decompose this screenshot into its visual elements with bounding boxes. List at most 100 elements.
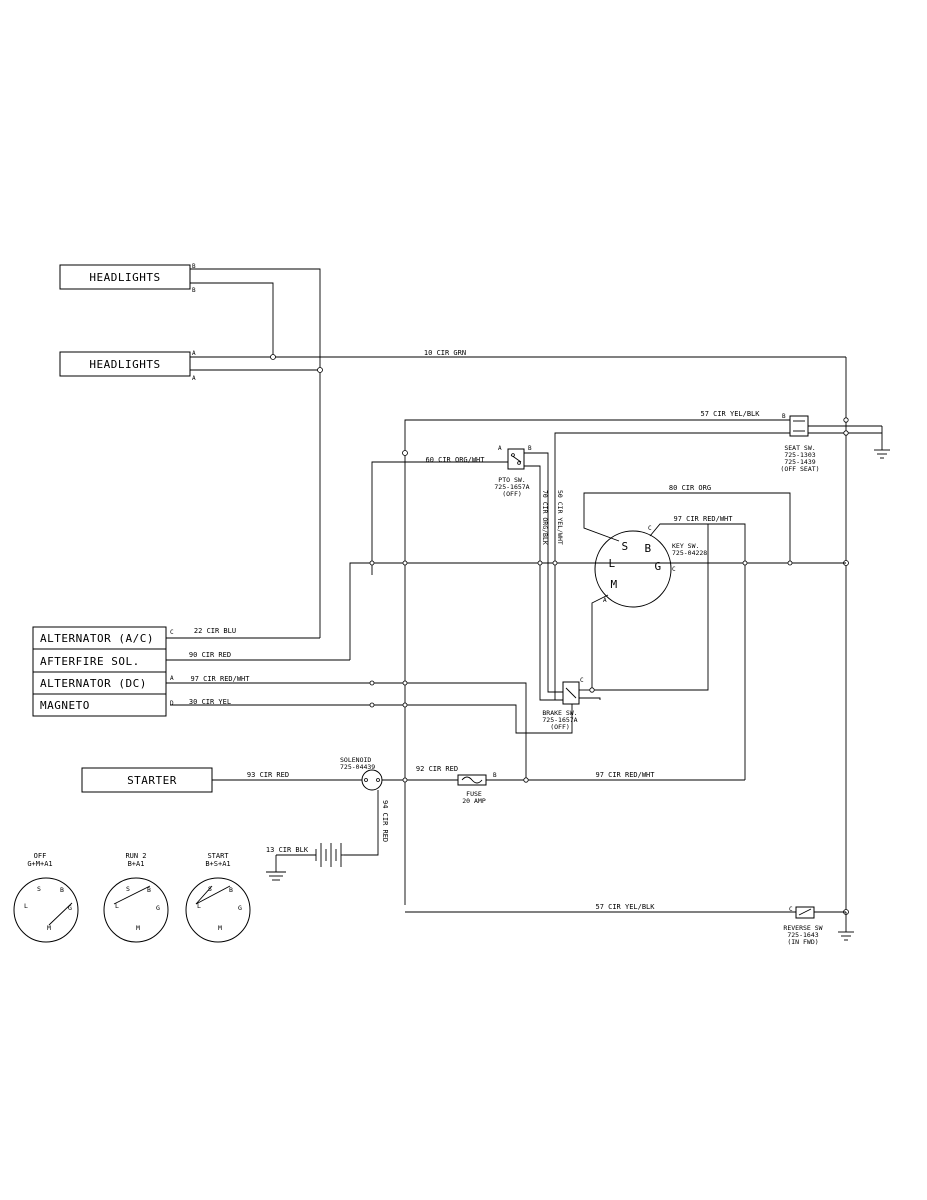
svg-text:HEADLIGHTS: HEADLIGHTS (89, 271, 160, 284)
svg-text:B: B (192, 263, 196, 270)
svg-text:A: A (192, 350, 196, 357)
svg-text:SOLENOID: SOLENOID (340, 756, 371, 764)
svg-text:A: A (192, 375, 196, 382)
svg-text:97 CIR RED/WHT: 97 CIR RED/WHT (673, 515, 733, 523)
svg-text:S: S (37, 885, 41, 893)
solenoid: SOLENOID 725-04439 94 CIR RED 92 CIR RED (340, 756, 458, 856)
svg-text:(OFF): (OFF) (502, 490, 522, 498)
svg-text:S: S (208, 885, 212, 893)
svg-text:90 CIR RED: 90 CIR RED (189, 651, 231, 659)
svg-text:PTO SW.: PTO SW. (498, 476, 525, 484)
reverse-switch: C 57 CIR YEL/BLK REVERSE SW 725-1643 (IN… (405, 903, 854, 946)
svg-text:S: S (621, 540, 628, 553)
pto-switch: A B 60 CIR ORG/WHT PTO SW. 725-1657A (OF… (371, 445, 564, 701)
svg-text:MAGNETO: MAGNETO (40, 699, 90, 712)
svg-text:OFF: OFF (34, 852, 47, 860)
svg-text:725-04439: 725-04439 (340, 763, 375, 771)
battery: 13 CIR BLK (266, 843, 344, 881)
svg-text:94 CIR RED: 94 CIR RED (381, 800, 389, 842)
headlight-wires: 10 CIR GRN (190, 268, 846, 638)
svg-text:A: A (498, 445, 502, 452)
svg-text:B+S+A1: B+S+A1 (205, 860, 230, 868)
svg-text:D: D (170, 700, 174, 707)
svg-text:AFTERFIRE SOL.: AFTERFIRE SOL. (40, 655, 140, 668)
starter: STARTER 93 CIR RED (81, 767, 362, 793)
svg-text:M: M (610, 578, 617, 591)
svg-text:RUN 2: RUN 2 (125, 852, 146, 860)
fuse: B FUSE 20 AMP 97 CIR RED/WHT (457, 771, 745, 805)
svg-text:L: L (115, 902, 119, 910)
svg-text:B: B (782, 413, 786, 420)
svg-text:B: B (229, 886, 233, 894)
svg-text:G+M+A1: G+M+A1 (27, 860, 52, 868)
svg-text:30 CIR YEL: 30 CIR YEL (189, 698, 231, 706)
svg-text:C: C (672, 566, 676, 573)
svg-text:(IN FWD): (IN FWD) (787, 938, 818, 946)
svg-text:B+A1: B+A1 (128, 860, 145, 868)
svg-text:L: L (197, 902, 201, 910)
svg-text:G: G (68, 904, 72, 912)
svg-text:C: C (580, 677, 584, 684)
svg-text:13 CIR BLK: 13 CIR BLK (266, 846, 309, 854)
svg-text:SEAT SW.: SEAT SW. (784, 444, 815, 452)
svg-text:A: A (603, 597, 607, 604)
svg-text:G: G (654, 560, 661, 573)
svg-text:B: B (493, 772, 497, 779)
svg-text:725-1303: 725-1303 (784, 451, 815, 459)
key-position-start: START B+S+A1 S B L G M (185, 852, 251, 943)
svg-text:G: G (156, 904, 160, 912)
svg-text:(OFF): (OFF) (550, 723, 570, 731)
svg-text:M: M (136, 924, 140, 932)
svg-text:C: C (648, 525, 652, 532)
svg-text:S: S (126, 885, 130, 893)
svg-text:B: B (192, 287, 196, 294)
svg-text:(OFF SEAT): (OFF SEAT) (780, 465, 819, 473)
headlights-top: HEADLIGHTS B B (59, 263, 196, 294)
key-switch: S B L G M C C A 80 CIR ORG 97 CIR RED/WH… (583, 484, 846, 780)
svg-text:B: B (644, 542, 651, 555)
svg-text:70 CIR ORG/BLK: 70 CIR ORG/BLK (541, 490, 549, 545)
svg-text:725-1657A: 725-1657A (542, 716, 577, 724)
svg-text:START: START (207, 852, 229, 860)
svg-text:FUSE: FUSE (466, 790, 482, 798)
svg-text:725-1439: 725-1439 (784, 458, 815, 466)
svg-text:10 CIR GRN: 10 CIR GRN (424, 349, 466, 357)
key-position-run: RUN 2 B+A1 S B L G M (103, 852, 169, 943)
headlights-bottom: HEADLIGHTS A A (59, 350, 196, 382)
svg-text:725-1643: 725-1643 (787, 931, 818, 939)
svg-text:ALTERNATOR (A/C): ALTERNATOR (A/C) (40, 632, 154, 645)
svg-text:ALTERNATOR (DC): ALTERNATOR (DC) (40, 677, 147, 690)
svg-text:A: A (170, 675, 174, 682)
svg-text:22 CIR BLU: 22 CIR BLU (194, 627, 236, 635)
svg-text:BRAKE SW.: BRAKE SW. (542, 709, 577, 717)
svg-text:HEADLIGHTS: HEADLIGHTS (89, 358, 160, 371)
svg-text:M: M (218, 924, 222, 932)
svg-text:93 CIR RED: 93 CIR RED (247, 771, 289, 779)
svg-text:B: B (147, 886, 151, 894)
svg-text:20 AMP: 20 AMP (462, 797, 486, 805)
svg-text:92 CIR RED: 92 CIR RED (416, 765, 458, 773)
svg-text:97 CIR RED/WHT: 97 CIR RED/WHT (595, 771, 655, 779)
svg-text:C: C (789, 906, 793, 913)
svg-text:L: L (24, 902, 28, 910)
svg-text:G: G (238, 904, 242, 912)
svg-text:60 CIR ORG/WHT: 60 CIR ORG/WHT (425, 456, 485, 464)
svg-text:L: L (608, 557, 615, 570)
svg-text:57 CIR YEL/BLK: 57 CIR YEL/BLK (595, 903, 655, 911)
svg-text:725-04228: 725-04228 (672, 549, 707, 557)
svg-text:80 CIR ORG: 80 CIR ORG (669, 484, 711, 492)
engine-connector: ALTERNATOR (A/C) AFTERFIRE SOL. ALTERNAT… (32, 626, 174, 717)
svg-text:REVERSE SW: REVERSE SW (783, 924, 822, 932)
svg-text:B: B (528, 445, 532, 452)
svg-text:KEY SW.: KEY SW. (672, 542, 699, 550)
svg-text:57 CIR YEL/BLK: 57 CIR YEL/BLK (700, 410, 760, 418)
engine-wires: 22 CIR BLU 90 CIR RED 97 CIR RED/WHT 30 … (166, 627, 527, 780)
svg-text:C: C (170, 629, 174, 636)
key-position-off: OFF G+M+A1 S B L G M (13, 852, 79, 943)
seat-switch: B 57 CIR YEL/BLK SEAT SW. 725-1303 725-1… (404, 410, 890, 905)
svg-text:725-1657A: 725-1657A (494, 483, 529, 491)
brake-switch: C BRAKE SW. 725-1657A (OFF) (170, 524, 709, 734)
svg-text:97 CIR RED/WHT: 97 CIR RED/WHT (190, 675, 250, 683)
svg-text:STARTER: STARTER (127, 774, 177, 787)
